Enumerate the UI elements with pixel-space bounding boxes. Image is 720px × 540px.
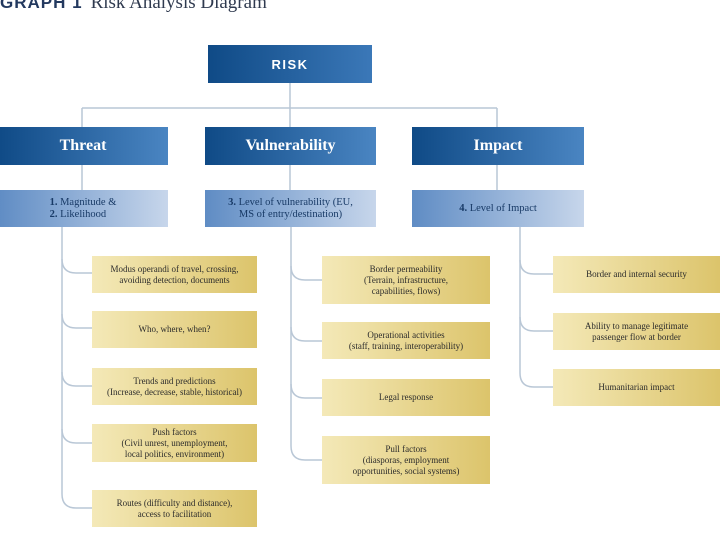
heading-number: GRAPH 1 <box>0 0 83 12</box>
curve-vulnerability-3 <box>290 383 322 399</box>
threat-item-1: Modus operandi of travel, crossing,avoid… <box>92 256 257 293</box>
threat-item-2: Who, where, when? <box>92 311 257 348</box>
root-risk-label: RISK <box>271 56 309 72</box>
vulnerability-category-box: Vulnerability <box>205 127 376 165</box>
impact-category-label: Impact <box>473 137 523 154</box>
spine-threat <box>61 227 92 509</box>
curve-impact-1 <box>519 259 553 275</box>
impact-category-box: Impact <box>412 127 584 165</box>
threat-category-box: Threat <box>0 127 168 165</box>
threat-category-label: Threat <box>59 137 107 154</box>
root-risk-box: RISK <box>208 45 372 83</box>
vulnerability-item-3: Legal response <box>322 379 490 416</box>
curve-threat-3 <box>61 371 92 387</box>
threat-sub-box: 1. Magnitude & 2. Likelihood <box>0 190 168 227</box>
impact-item-1: Border and internal security <box>553 256 720 293</box>
threat-item-4: Push factors(Civil unrest, unemployment,… <box>92 424 257 462</box>
threat-item-5: Routes (difficulty and distance),access … <box>92 490 257 527</box>
curve-vulnerability-1 <box>290 265 322 281</box>
heading-title: Risk Analysis Diagram <box>90 0 267 13</box>
curve-threat-4 <box>61 428 92 444</box>
spine-vulnerability <box>290 227 322 461</box>
vulnerability-item-2: Operational activities(staff, training, … <box>322 322 490 359</box>
spine-impact <box>519 227 553 388</box>
curve-impact-2 <box>519 316 553 332</box>
curve-vulnerability-2 <box>290 326 322 342</box>
diagram-heading: GRAPH 1 Risk Analysis Diagram <box>0 0 267 14</box>
impact-item-3: Humanitarian impact <box>553 369 720 406</box>
curve-threat-2 <box>61 313 92 329</box>
impact-sub-box: 4. Level of Impact <box>412 190 584 227</box>
vulnerability-item-1: Border permeability(Terrain, infrastruct… <box>322 256 490 304</box>
curve-threat-1 <box>61 258 92 274</box>
vulnerability-category-label: Vulnerability <box>245 137 336 154</box>
vulnerability-sub-box: 3. Level of vulnerability (EU, MS of ent… <box>205 190 376 227</box>
threat-item-3: Trends and predictions(Increase, decreas… <box>92 368 257 405</box>
